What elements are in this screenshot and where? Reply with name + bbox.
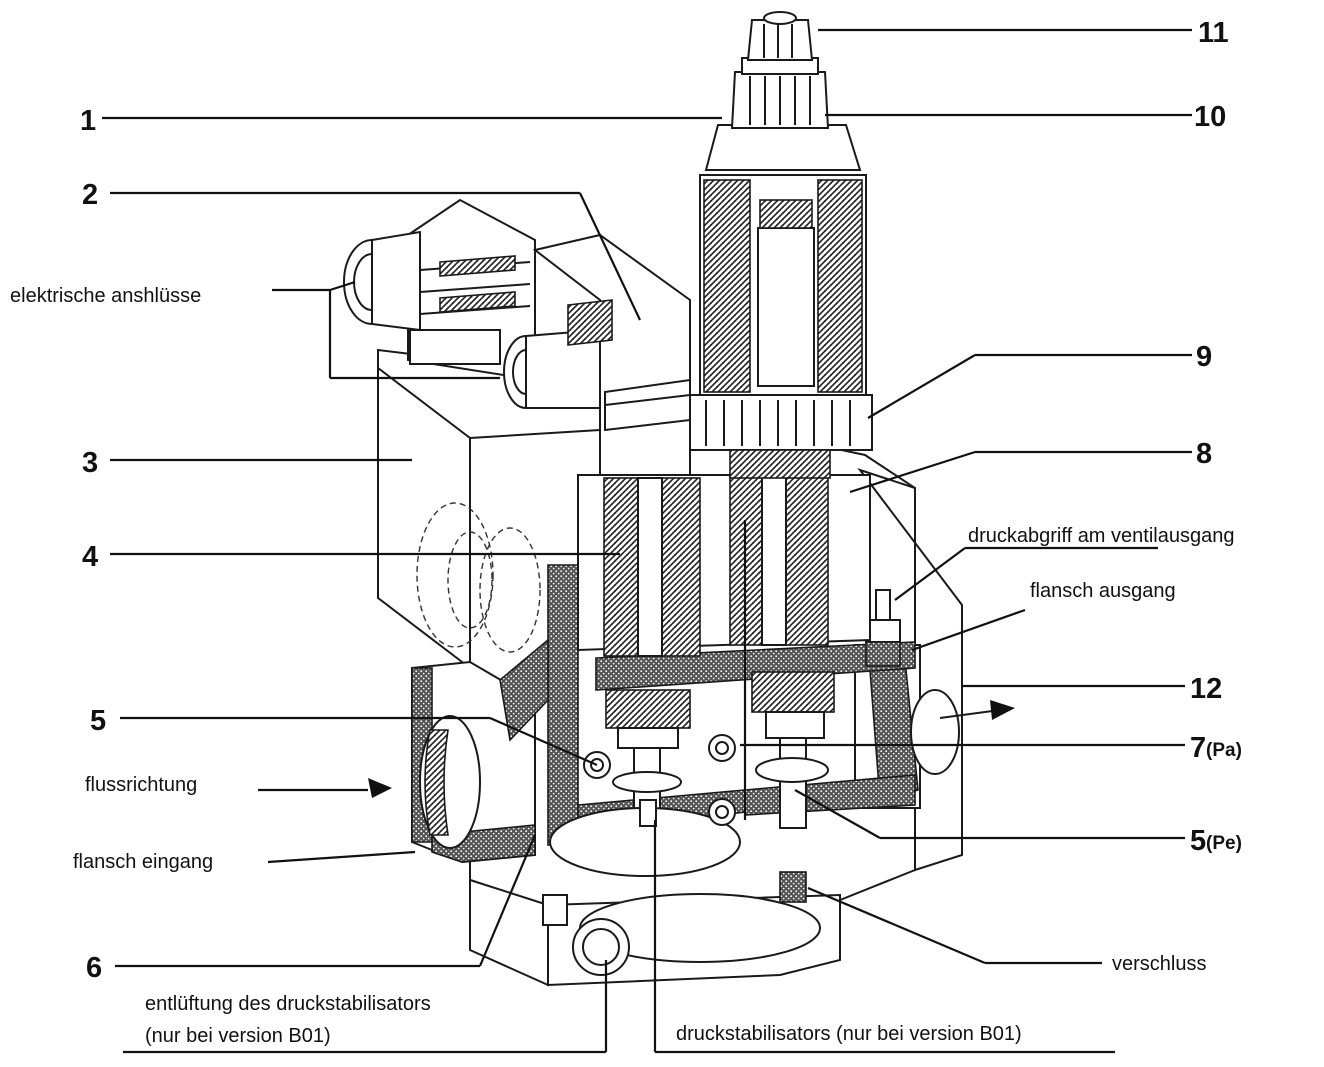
text-labels: elektrische anshlüsse flussrichtung flan… <box>10 285 1234 1047</box>
label-5-pe-suffix: (Pe) <box>1206 833 1242 854</box>
leader-lines <box>102 28 1192 1054</box>
label-vent-line-2: (nur bei version B01) <box>145 1025 331 1047</box>
label-6: 6 <box>86 952 102 984</box>
inlet-flow-arrowhead <box>368 778 392 798</box>
label-4: 4 <box>82 541 98 573</box>
label-11: 11 <box>1198 17 1229 49</box>
label-stabilizer: druckstabilisators (nur bei version B01) <box>676 1023 1022 1045</box>
adjusting-ring <box>689 394 873 451</box>
actuator-inner-cylinder <box>757 227 815 387</box>
label-10: 10 <box>1194 101 1226 133</box>
label-8: 8 <box>1196 438 1212 470</box>
label-1: 1 <box>80 105 96 137</box>
closure-screw <box>779 871 807 903</box>
coil-block <box>577 474 871 657</box>
label-3: 3 <box>82 447 98 479</box>
outlet-flow-arrow <box>939 709 1001 719</box>
label-5-pe: 5 <box>1190 825 1206 857</box>
label-vent-line-1: entlüftung des druckstabilisators <box>145 993 431 1015</box>
label-2: 2 <box>82 179 98 211</box>
valve-drawing <box>343 11 1015 987</box>
pressure-tap-nipple <box>865 589 901 667</box>
label-outlet-flange: flansch ausgang <box>1030 580 1176 602</box>
label-5: 5 <box>90 705 106 737</box>
label-flow-direction: flussrichtung <box>85 774 197 796</box>
label-12: 12 <box>1190 673 1222 705</box>
label-pressure-tap: druckabgriff am ventilausgang <box>968 525 1234 547</box>
actuator-column <box>689 11 873 479</box>
label-closure: verschluss <box>1112 953 1206 975</box>
label-7-suffix: (Pa) <box>1206 740 1242 761</box>
pressure-stabilizer <box>469 871 841 987</box>
label-7: 7 <box>1190 732 1206 764</box>
label-electrical-connections: elektrische anshlüsse <box>10 285 201 307</box>
top-knob <box>746 19 814 61</box>
number-labels: 1 2 3 4 5 6 11 10 9 8 12 7 (Pa) 5 (Pe) <box>80 17 1242 984</box>
section-left-wall <box>547 564 579 847</box>
valve-seat-left <box>549 689 741 877</box>
label-inlet-flange: flansch eingang <box>73 851 213 873</box>
valve-seat-right <box>751 671 835 829</box>
electrical-connector <box>343 198 691 476</box>
label-9: 9 <box>1196 341 1212 373</box>
